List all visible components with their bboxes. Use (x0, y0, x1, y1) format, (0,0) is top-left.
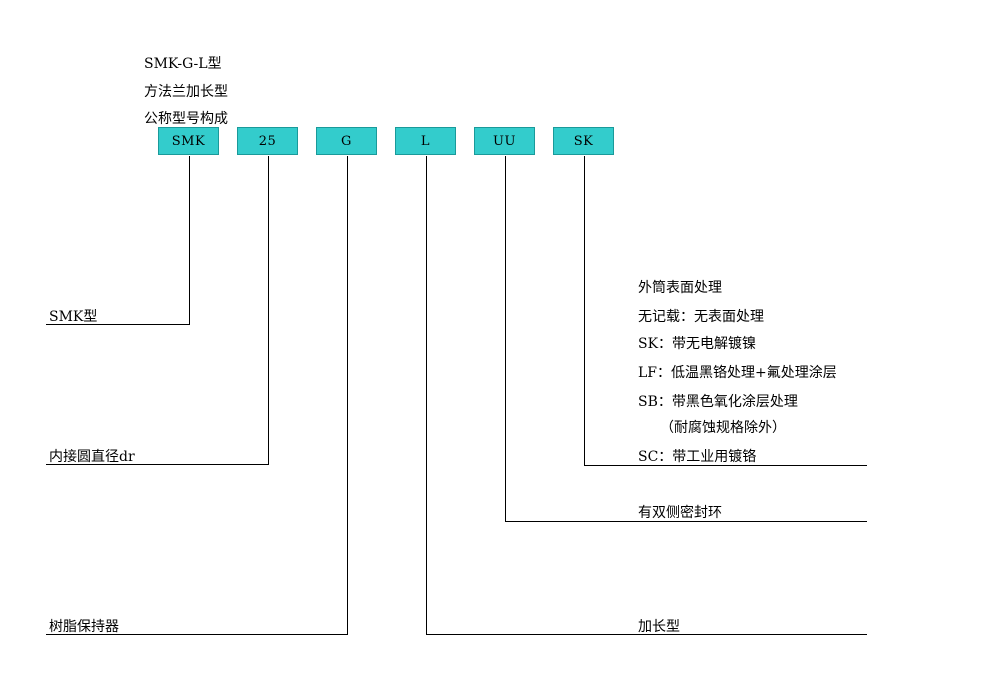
line-surface (584, 156, 867, 466)
label-inner-diameter: 内接圆直径dr (49, 449, 135, 465)
label-surface-sb: SB：带黑色氧化涂层处理 (638, 394, 798, 410)
label-smk-type: SMK型 (49, 309, 98, 325)
label-surface-lf: LF：低温黑铬处理+氟处理涂层 (638, 365, 837, 381)
label-surface-sk: SK：带无电解镀镍 (638, 336, 757, 352)
composition-title: 公称型号构成 (144, 111, 228, 127)
code-box-seal: UU (474, 127, 535, 155)
label-surface-none: 无记载：无表面处理 (638, 309, 764, 325)
label-surface-sb-note: （耐腐蚀规格除外） (660, 420, 786, 436)
code-box-surface: SK (553, 127, 614, 155)
code-box-size: 25 (237, 127, 298, 155)
label-double-seal: 有双侧密封环 (638, 505, 722, 521)
label-extended: 加长型 (638, 619, 680, 635)
flange-type-title: 方法兰加长型 (144, 84, 228, 100)
code-box-length: L (395, 127, 456, 155)
line-seal (505, 156, 867, 522)
label-resin-retainer: 树脂保持器 (49, 619, 119, 635)
line-retainer (46, 156, 348, 635)
label-surface-title: 外筒表面处理 (638, 280, 722, 296)
line-extended (426, 156, 867, 635)
code-box-series: SMK (158, 127, 219, 155)
model-title: SMK-G-L型 (144, 56, 222, 72)
line-diameter (46, 156, 269, 465)
code-box-retainer: G (316, 127, 377, 155)
label-surface-sc: SC：带工业用镀铬 (638, 449, 757, 465)
line-smk (46, 156, 190, 325)
